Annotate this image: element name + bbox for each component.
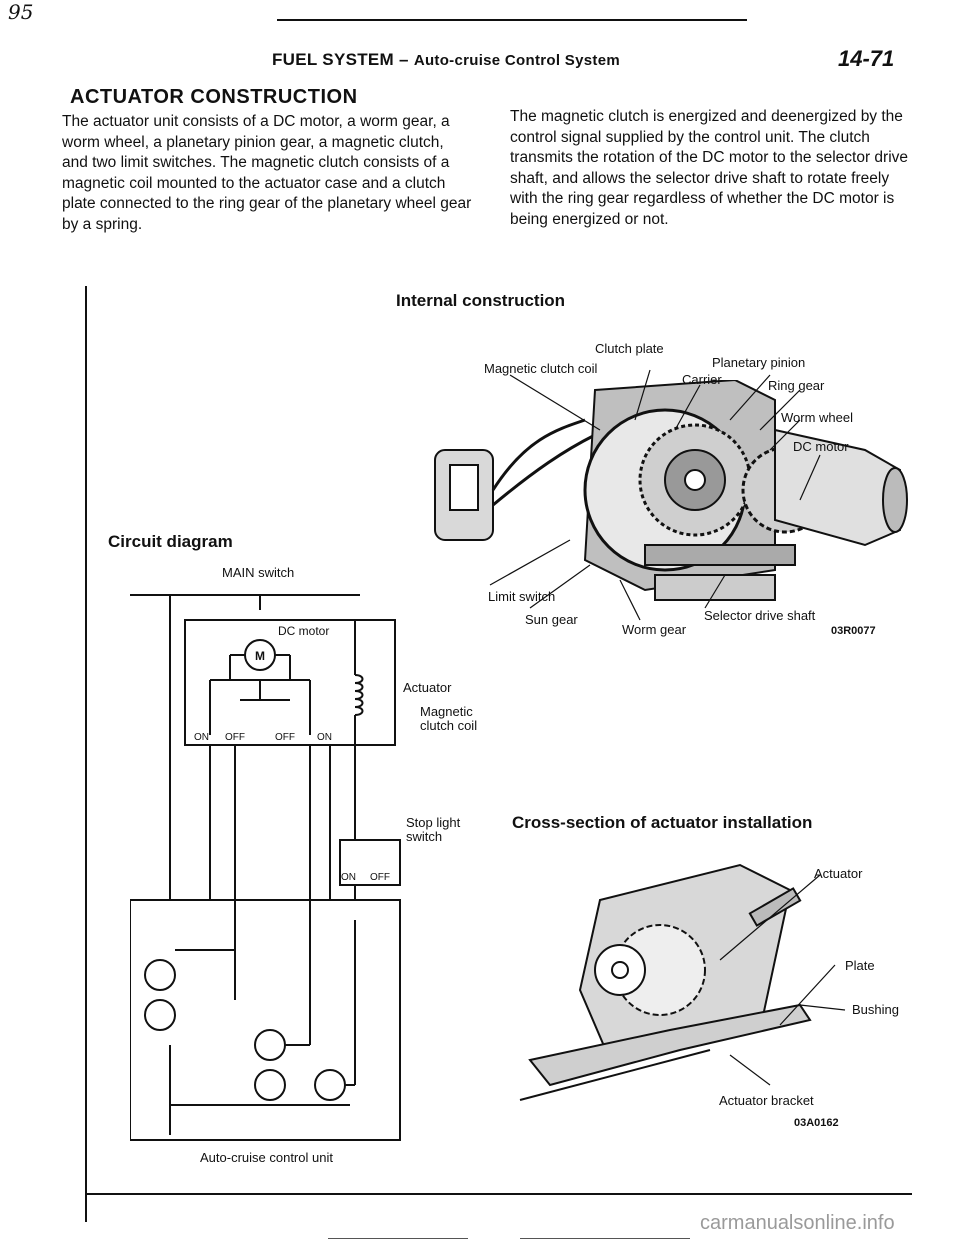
header-title-main: FUEL SYSTEM –: [272, 50, 414, 69]
label-actuator-cross: Actuator: [814, 866, 863, 881]
label-stoplight-on: ON: [341, 872, 356, 883]
cross-section-caption: Cross-section of actuator installation: [512, 813, 813, 832]
cross-section-illustration: [519, 863, 812, 1101]
label-selector-drive-shaft: Selector drive shaft: [704, 608, 816, 623]
label-worm-gear: Worm gear: [622, 622, 687, 637]
label-dc-motor: DC motor: [793, 439, 849, 454]
header-title: FUEL SYSTEM – Auto-cruise Control System: [272, 50, 620, 70]
figure-frame-line: [85, 286, 87, 1222]
cross-section-leader-lines: [719, 874, 846, 1086]
label-stop-light-switch: Stop light switch: [406, 815, 461, 844]
label-figure-code-cross: 03A0162: [794, 1117, 839, 1129]
section-title: ACTUATOR CONSTRUCTION: [70, 86, 358, 108]
paragraph-right: The magnetic clutch is energized and dee…: [510, 108, 909, 228]
label-auto-cruise-control-unit: Auto-cruise control unit: [200, 1150, 333, 1165]
label-carrier: Carrier: [682, 372, 722, 387]
handwritten-page-mark: 95: [8, 0, 34, 24]
label-planetary-pinion: Planetary pinion: [712, 355, 806, 370]
paragraph-left: The actuator unit consists of a DC motor…: [62, 113, 472, 233]
header-title-sub: Auto-cruise Control System: [413, 52, 620, 69]
internal-leader-lines: [489, 369, 821, 621]
label-main-switch: MAIN switch: [222, 565, 295, 580]
label-sun-gear: Sun gear: [525, 612, 578, 627]
internal-construction-illustration: [434, 380, 908, 601]
label-limit-off-left: OFF: [225, 732, 245, 743]
footer-rule-right: [520, 1238, 690, 1239]
label-magnetic-clutch-coil: Magnetic clutch coil: [484, 361, 598, 376]
label-figure-code-internal: 03R0077: [831, 625, 876, 637]
label-motor-symbol: M: [255, 649, 265, 663]
label-actuator-bracket: Actuator bracket: [719, 1093, 814, 1108]
label-ring-gear: Ring gear: [768, 378, 825, 393]
label-bushing: Bushing: [852, 1002, 899, 1017]
label-stoplight-off: OFF: [370, 872, 390, 883]
label-limit-switch: Limit switch: [488, 589, 556, 604]
footer-rule-left: [328, 1238, 468, 1239]
circuit-diagram: DC motor M ON OFF OFF ON ON OFF: [130, 594, 401, 1141]
watermark: carmanualsonline.info: [700, 1212, 895, 1234]
label-clutch-plate: Clutch plate: [595, 341, 664, 356]
circuit-diagram-caption: Circuit diagram: [108, 532, 233, 551]
label-limit-on-left: ON: [194, 732, 209, 743]
label-limit-on-right: ON: [317, 732, 332, 743]
page-number: 14-71: [838, 46, 895, 71]
label-actuator: Actuator: [403, 680, 452, 695]
internal-construction-caption: Internal construction: [396, 291, 566, 310]
label-dc-motor-circuit: DC motor: [278, 624, 329, 638]
header-rule: [277, 19, 747, 21]
label-plate: Plate: [845, 958, 875, 973]
label-magnetic-clutch-coil-circuit: Magnetic clutch coil: [420, 704, 478, 733]
label-limit-off-right: OFF: [275, 732, 295, 743]
bottom-rule: [85, 1193, 912, 1195]
